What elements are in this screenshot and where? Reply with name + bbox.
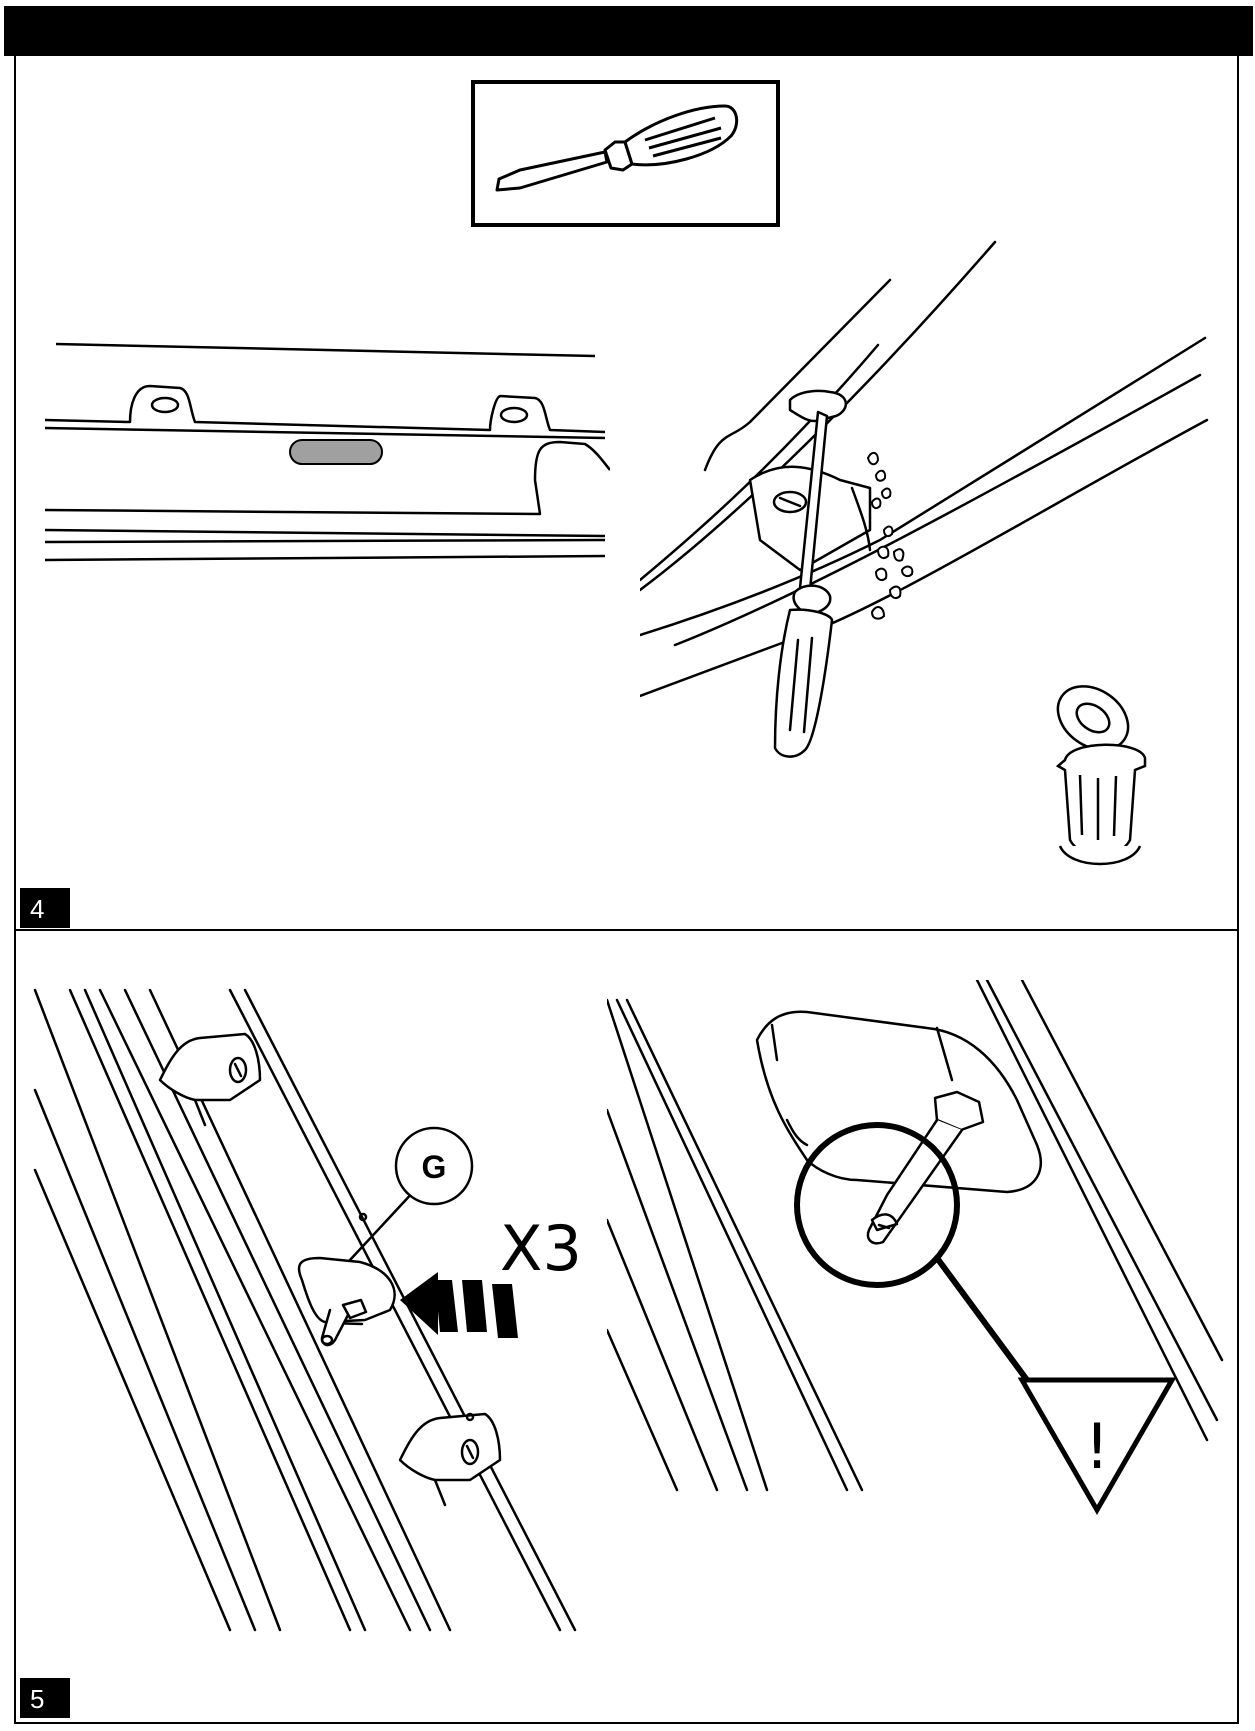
bolt-detail-diagram: ! [607,980,1227,1680]
quantity-label: X3 [500,1212,582,1285]
insert-bolts-diagram: G X3 [30,980,610,1640]
remove-plugs-diagram [640,230,1210,900]
plug-hole [290,440,382,464]
lid-underside-diagram [40,330,610,570]
step-divider [14,929,1239,931]
part-label-G: G [422,1149,447,1185]
step-number-badge: 4 [20,888,70,928]
tool-required-box [471,80,780,227]
warning-triangle-icon: ! [1022,1380,1172,1510]
screwdriver-icon [475,84,776,223]
header-bar [4,6,1253,56]
step-number-badge: 5 [20,1678,70,1718]
trash-bin-icon [1046,673,1145,864]
warning-symbol: ! [1085,1410,1110,1483]
